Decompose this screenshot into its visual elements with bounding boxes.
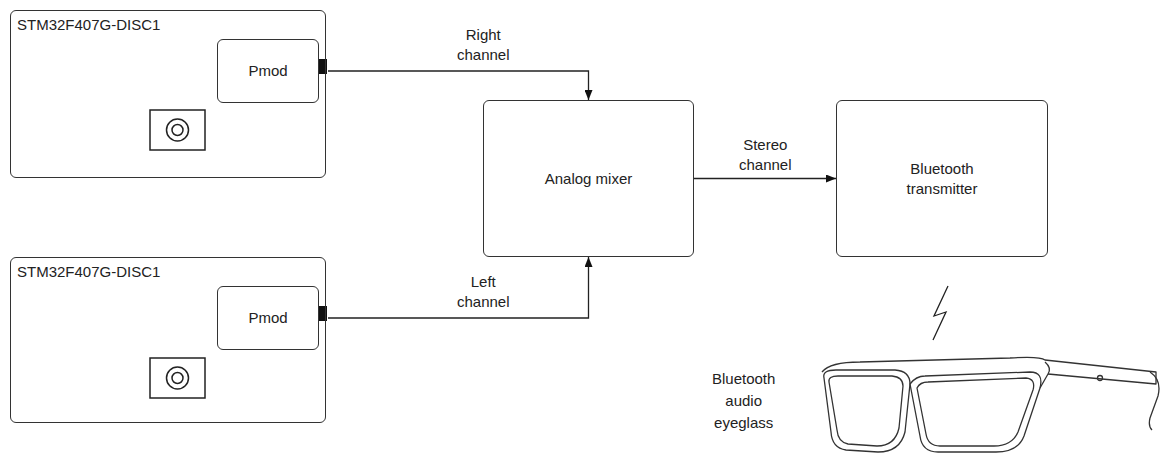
channel-label: Stereo channel <box>737 135 794 175</box>
jack-icon <box>150 110 205 150</box>
node-label: Bluetooth transmitter <box>907 159 978 199</box>
wireless-symbol <box>933 286 948 340</box>
signal-arrow <box>694 178 836 179</box>
board-box: STM32F407G-DISC1Pmod <box>10 10 326 178</box>
board-name: STM32F407G-DISC1 <box>17 15 160 35</box>
signal-arrow <box>328 257 589 318</box>
pmod-box: Pmod <box>217 39 319 103</box>
node-label: Analog mixer <box>545 169 633 189</box>
pmod-box: Pmod <box>217 286 319 350</box>
channel-label: Left channel <box>455 272 512 312</box>
jack-icon <box>150 358 205 398</box>
transmitter-box: Bluetooth transmitter <box>836 100 1048 257</box>
eyeglass-illustration <box>822 357 1159 452</box>
channel-label: Right channel <box>455 25 512 65</box>
mixer-box: Analog mixer <box>483 100 694 257</box>
board-name: STM32F407G-DISC1 <box>17 262 160 282</box>
node-label: Pmod <box>248 308 287 328</box>
board-box: STM32F407G-DISC1Pmod <box>10 257 326 423</box>
signal-arrow <box>328 71 589 100</box>
node-label: Pmod <box>248 61 287 81</box>
device-label: Bluetooth audio eyeglass <box>712 368 775 434</box>
